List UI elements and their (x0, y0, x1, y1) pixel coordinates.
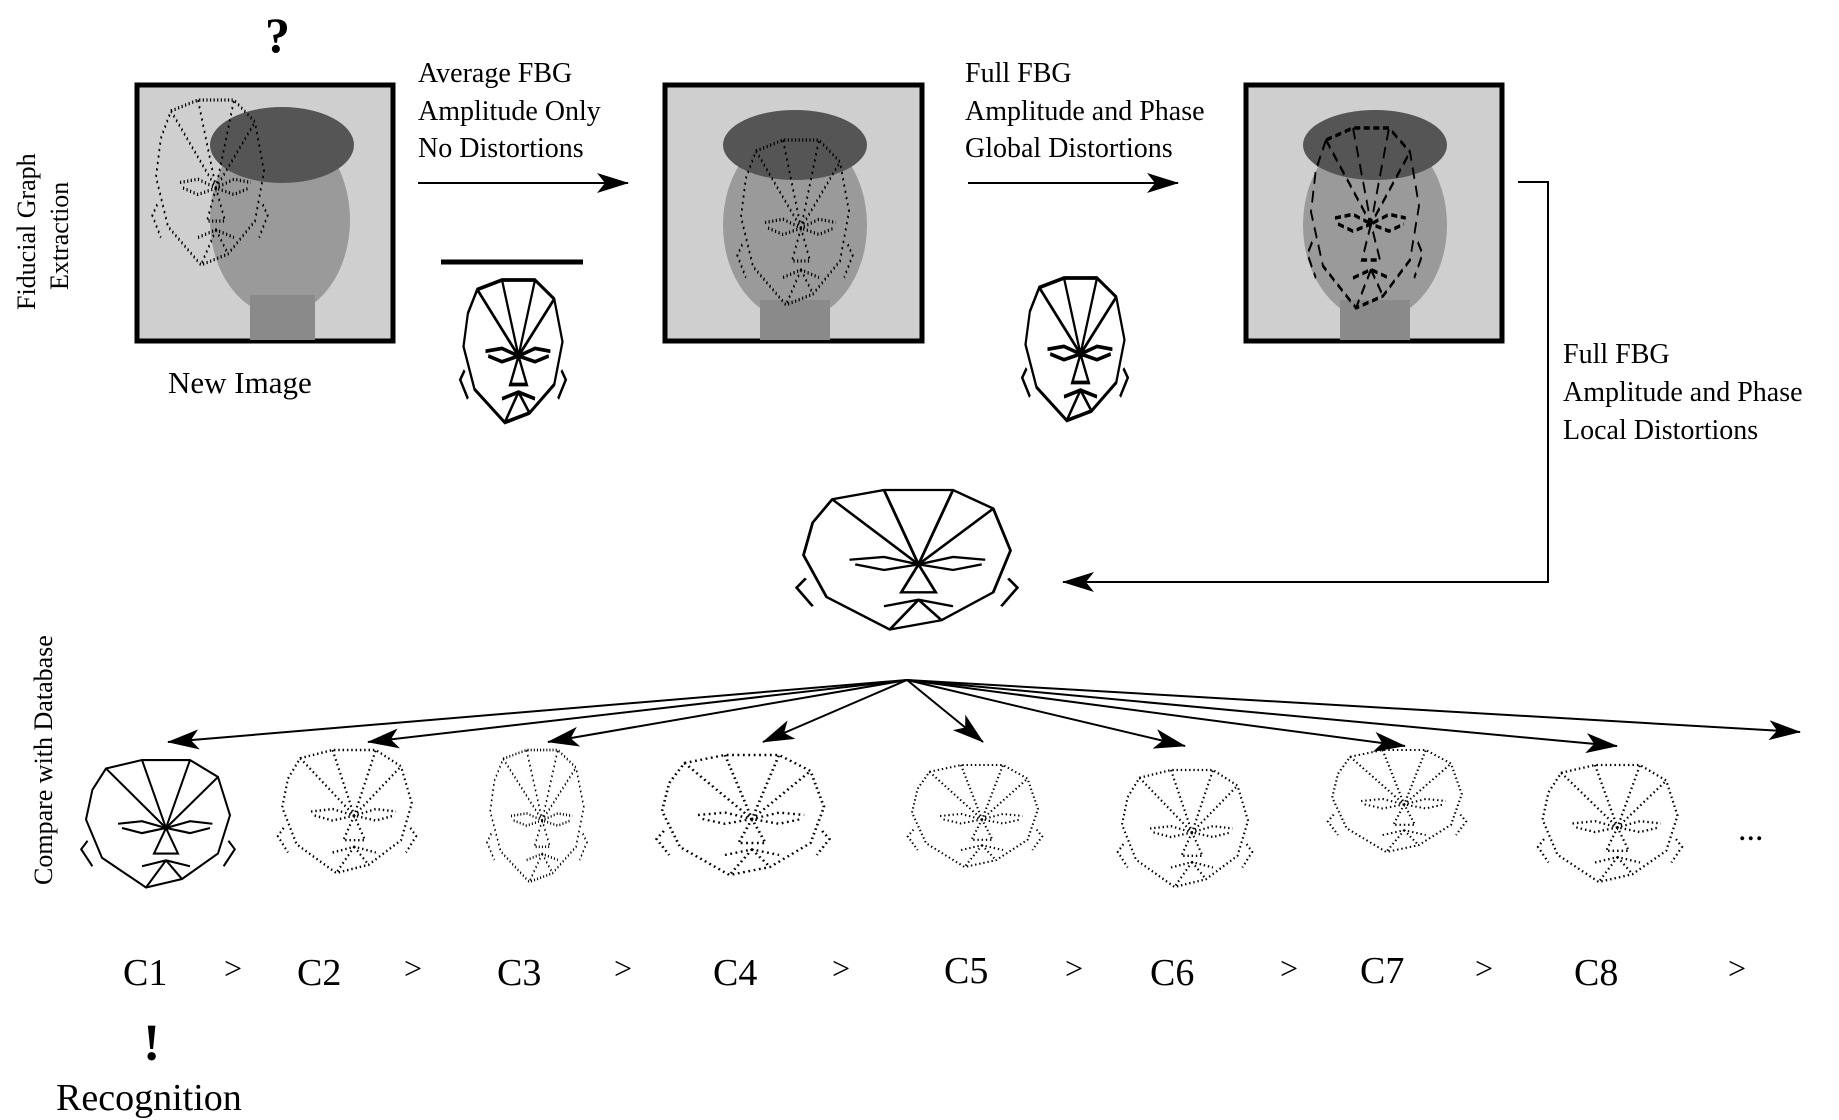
step3-label: Full FBG Amplitude and Phase Local Disto… (1563, 339, 1803, 446)
step3-connector-arrow (1062, 181, 1549, 592)
comparison-arrows (167, 679, 1801, 754)
arrow-to-more (906, 679, 1801, 741)
comparator-7: > (1475, 950, 1493, 986)
candidate-graph-c4 (655, 753, 831, 877)
side-label-compare-database: Compare with Database (29, 635, 58, 885)
comparator-4: > (832, 950, 850, 986)
side-label-fiducial-line2: Extraction (45, 182, 74, 290)
step1-line1: Average FBG (418, 58, 572, 89)
candidate-label-c8: C8 (1574, 952, 1618, 994)
arrow-to-c4 (762, 679, 908, 743)
arrow-to-c3 (547, 679, 908, 747)
new-image-label: New Image (168, 365, 312, 400)
comparator-5: > (1065, 950, 1083, 986)
step2-line3: Global Distortions (965, 133, 1173, 164)
candidate-graph-c8 (1536, 763, 1684, 884)
arrow-to-c6 (906, 679, 1186, 749)
step3-line1: Full FBG (1563, 339, 1670, 370)
candidate-graph-c1 (80, 758, 236, 889)
step2-line1: Full FBG (965, 58, 1072, 89)
candidate-graph-c2 (276, 748, 418, 875)
ranking-row: C1 C2 C3 C4 C5 C6 C7 C8 > > > > > > > > (123, 950, 1746, 994)
arrow-to-c1 (167, 679, 908, 750)
side-label-fiducial-line1: Fiducial Graph (12, 153, 41, 310)
local-fit-photo (1243, 82, 1505, 344)
candidate-label-c2: C2 (297, 952, 341, 994)
candidate-label-c1: C1 (123, 952, 167, 994)
step3-line3: Local Distortions (1563, 415, 1758, 446)
step1-line2: Amplitude Only (418, 96, 601, 127)
recognition-exclamation: ! (143, 1015, 160, 1072)
comparator-3: > (614, 950, 632, 986)
candidate-label-c3: C3 (497, 952, 541, 994)
candidate-label-c5: C5 (944, 950, 988, 992)
comparator-6: > (1280, 950, 1298, 986)
arrow-to-c7 (906, 679, 1406, 752)
step1-label: Average FBG Amplitude Only No Distortion… (418, 58, 601, 164)
step2-line2: Amplitude and Phase (965, 96, 1205, 127)
question-mark: ? (265, 7, 290, 63)
step2-label: Full FBG Amplitude and Phase Global Dist… (965, 58, 1205, 164)
comparator-2: > (404, 950, 422, 986)
step1-line3: No Distortions (418, 133, 584, 164)
more-candidates-ellipsis: ... (1738, 811, 1764, 848)
query-face-graph (795, 488, 1019, 631)
arrow-to-c2 (367, 679, 908, 749)
arrow-to-c5 (906, 679, 984, 743)
candidate-graph-c6 (1116, 768, 1254, 889)
recognition-label: Recognition (56, 1077, 242, 1119)
candidate-label-c6: C6 (1150, 952, 1194, 994)
candidate-graph-c5 (906, 763, 1044, 869)
comparator-1: > (224, 950, 242, 986)
candidate-graph-c7 (1326, 748, 1468, 854)
global-fit-photo (662, 82, 925, 344)
new-image-photo (134, 82, 396, 344)
global-graph-face (1020, 276, 1130, 423)
arrow-to-c8 (906, 679, 1618, 754)
candidate-label-c4: C4 (713, 952, 757, 994)
step3-line2: Amplitude and Phase (1563, 377, 1803, 408)
comparator-8: > (1728, 950, 1746, 986)
candidate-graph-c3 (485, 748, 589, 884)
candidate-label-c7: C7 (1360, 950, 1404, 992)
average-graph-face (458, 278, 568, 425)
